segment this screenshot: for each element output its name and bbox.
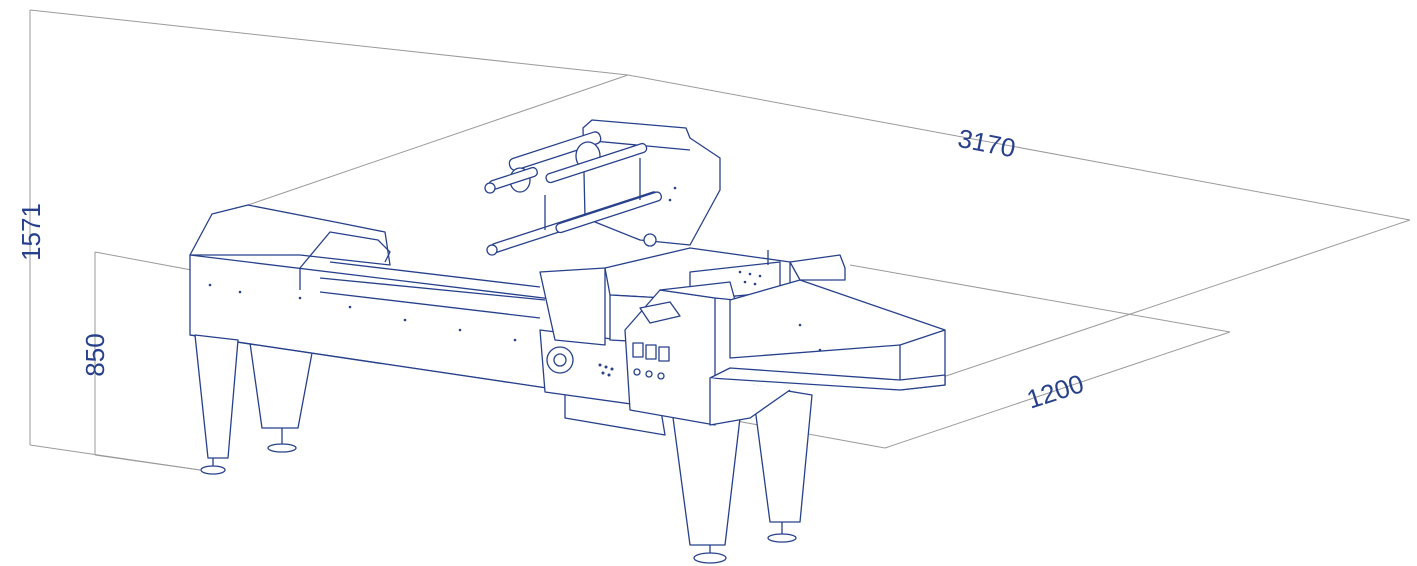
dimension-height-total: 1571 [16,203,46,261]
outfeed-conveyor [709,250,946,426]
perforation-dots [208,186,822,377]
dimension-length: 3170 [955,123,1018,163]
front-legs [194,334,741,564]
packaging-machine [189,119,946,564]
left-housing [189,204,561,391]
dimension-width: 1200 [1023,368,1087,414]
back-legs [249,342,813,543]
film-reel-unit [484,119,721,256]
control-panel [624,281,736,426]
dimension-height-table: 850 [80,333,110,376]
